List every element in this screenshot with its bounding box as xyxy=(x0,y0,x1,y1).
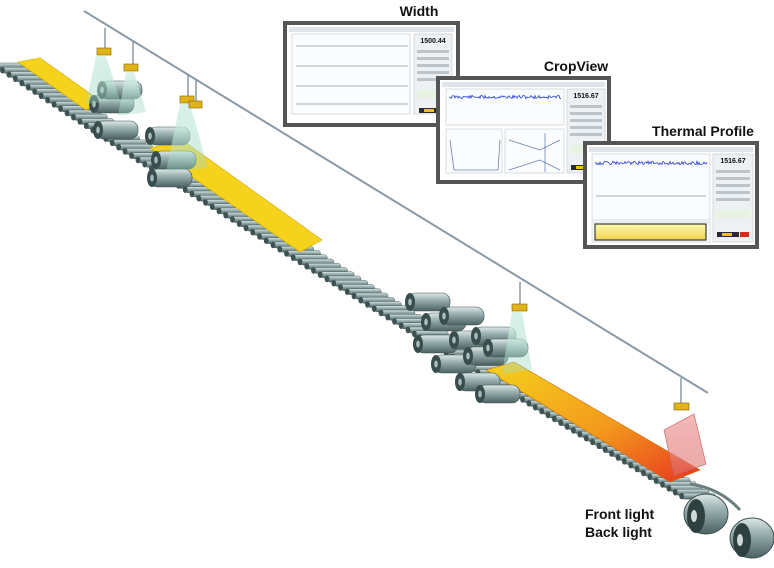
sensor-beam-1 xyxy=(86,56,120,104)
slab-hot-exit xyxy=(485,361,701,483)
coiler xyxy=(683,482,774,559)
sensor-2 xyxy=(123,42,139,72)
cropview-signal xyxy=(448,94,562,100)
back-light-label: Back light xyxy=(585,524,652,540)
thermal-heatmap-bar xyxy=(594,223,707,241)
sensor-beam-3 xyxy=(166,104,208,172)
width-panel: Width 1500.44 xyxy=(283,3,460,127)
cropview-panel: CropView 1516.67 xyxy=(436,58,611,184)
sensor-4 xyxy=(188,80,203,109)
cropview-reading: 1516.67 xyxy=(573,93,598,100)
sensor-beam-4 xyxy=(502,312,532,374)
cropview-panel-title: CropView xyxy=(544,58,608,74)
stand-roll-6 xyxy=(405,292,451,312)
stand-roll-4 xyxy=(147,168,193,188)
sensor-beam-red xyxy=(663,413,707,477)
front-light-label: Front light xyxy=(585,506,655,522)
thermal-signal xyxy=(594,159,708,166)
stand-roll-15 xyxy=(475,384,521,404)
sensor-5 xyxy=(511,282,528,312)
sensor-6 xyxy=(673,378,690,411)
thermal-profile-panel: Thermal Profile 1516.67 xyxy=(583,123,759,249)
width-panel-title: Width xyxy=(400,3,439,19)
sensor-3 xyxy=(179,74,195,104)
width-reading: 1500.44 xyxy=(420,38,445,45)
sensor-1 xyxy=(96,28,112,56)
thermal-panel-title: Thermal Profile xyxy=(652,123,754,139)
stand-roll-10 xyxy=(439,306,485,326)
thermal-reading: 1516.67 xyxy=(720,158,745,165)
stand-roll-1 xyxy=(93,120,139,140)
sensor-beam-2 xyxy=(118,72,146,116)
